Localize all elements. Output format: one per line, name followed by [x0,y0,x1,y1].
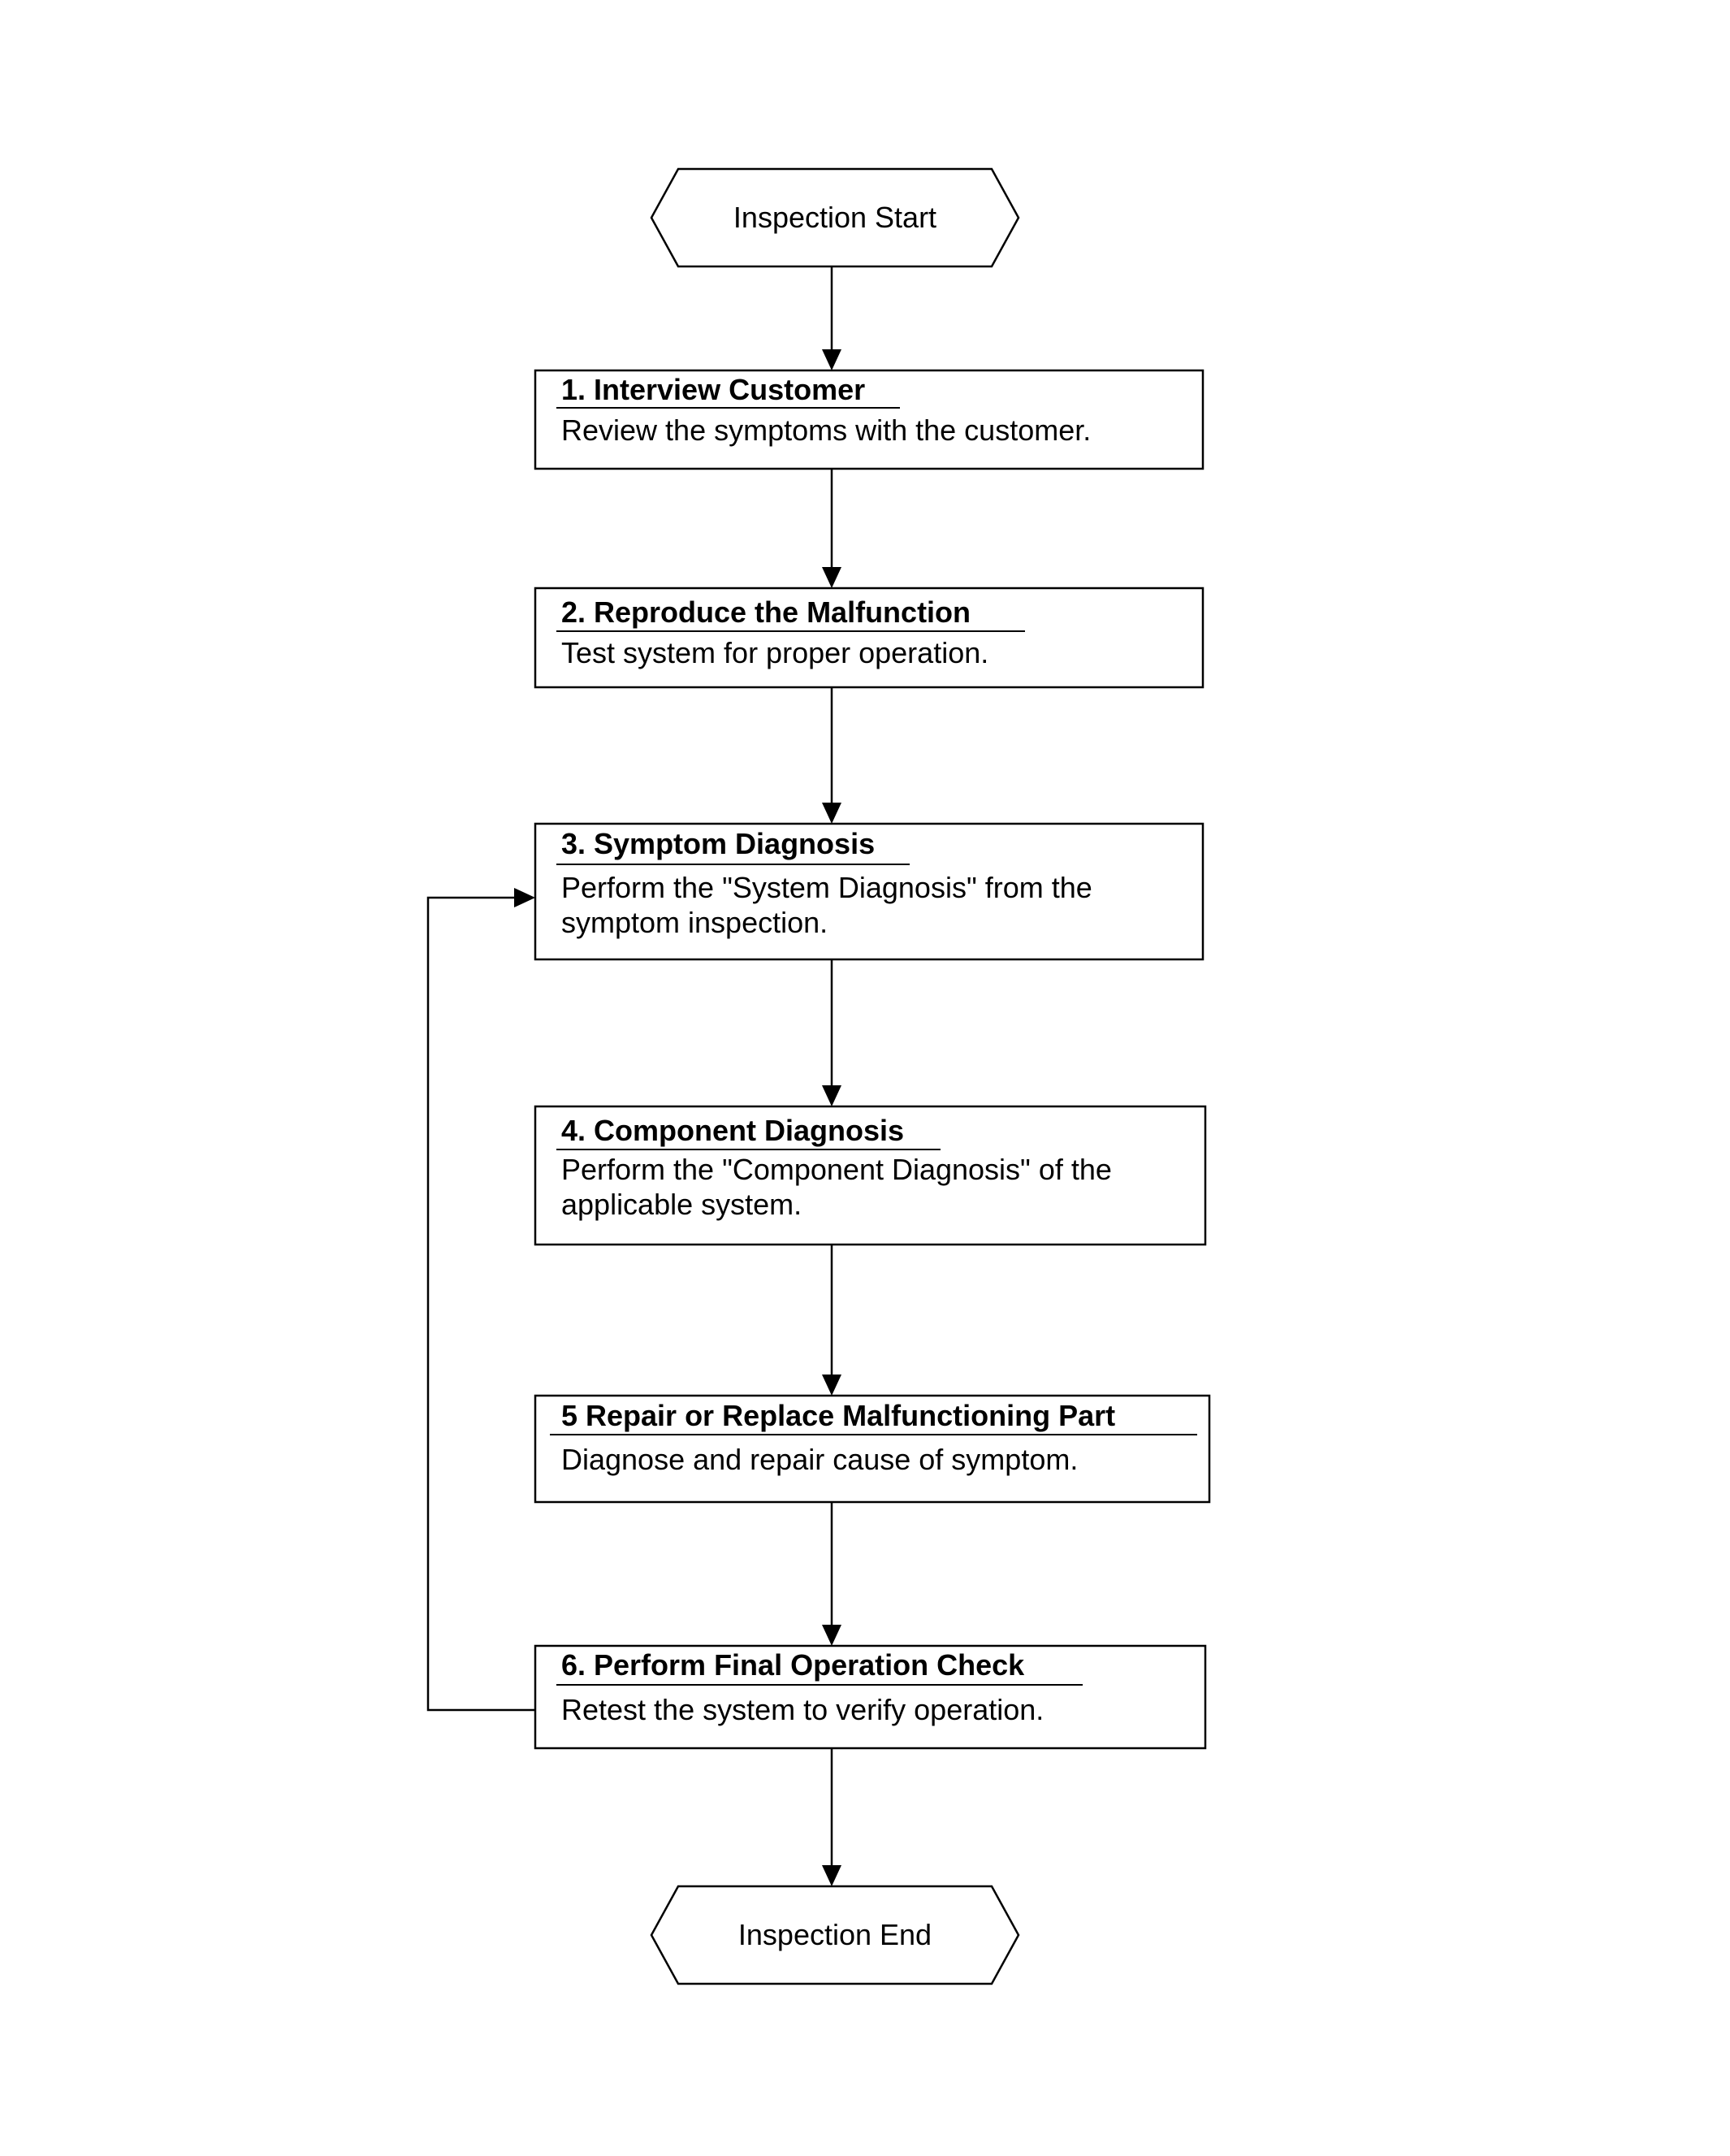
arrowhead-icon [822,803,841,824]
step-5-line-1: Diagnose and repair cause of symptom. [561,1443,1078,1476]
step-2-box: 2. Reproduce the Malfunction Test system… [534,587,1205,689]
step-1-line-1: Review the symptoms with the customer. [561,413,1091,447]
end-terminal: Inspection End [650,1885,1020,1985]
step-1-title: 1. Interview Customer [561,373,865,406]
step-3-box: 3. Symptom Diagnosis Perform the "System… [534,822,1205,961]
step-4-box: 4. Component Diagnosis Perform the "Comp… [534,1105,1207,1246]
step-3-line-1: Perform the "System Diagnosis" from the [561,871,1092,904]
start-terminal: Inspection Start [650,167,1020,268]
arrowhead-icon [822,349,841,370]
step-2-title: 2. Reproduce the Malfunction [561,595,971,629]
step-3-line-2: symptom inspection. [561,906,828,939]
arrow-step-4-to-step-5 [822,1245,841,1396]
arrow-step-6-loop-to-step-3 [426,888,535,1712]
step-5-title: 5 Repair or Replace Malfunctioning Part [561,1399,1115,1432]
arrow-step-2-to-step-3 [822,687,841,824]
arrowhead-icon [822,1625,841,1646]
arrow-step-1-to-step-2 [822,469,841,588]
arrowhead-icon [822,1865,841,1886]
start-terminal-label: Inspection Start [733,201,936,234]
step-4-title: 4. Component Diagnosis [561,1114,904,1147]
step-3-title: 3. Symptom Diagnosis [561,827,875,860]
arrow-step-3-to-step-4 [822,959,841,1106]
step-2-line-1: Test system for proper operation. [561,636,988,669]
arrow-start-to-step-1 [822,266,841,370]
arrowhead-icon [514,888,535,907]
arrowhead-icon [822,567,841,588]
step-5-box: 5 Repair or Replace Malfunctioning Part … [534,1394,1211,1504]
end-terminal-label: Inspection End [738,1918,932,1951]
step-6-title: 6. Perform Final Operation Check [561,1648,1025,1682]
arrowhead-icon [822,1085,841,1106]
arrow-step-5-to-step-6 [822,1502,841,1646]
step-4-line-2: applicable system. [561,1188,802,1221]
step-6-box: 6. Perform Final Operation Check Retest … [534,1644,1207,1750]
step-4-line-1: Perform the "Component Diagnosis" of the [561,1153,1112,1186]
arrowhead-icon [822,1375,841,1396]
step-6-line-1: Retest the system to verify operation. [561,1693,1044,1726]
arrow-step-6-to-end [822,1748,841,1886]
step-1-box: 1. Interview Customer Review the symptom… [534,369,1205,470]
